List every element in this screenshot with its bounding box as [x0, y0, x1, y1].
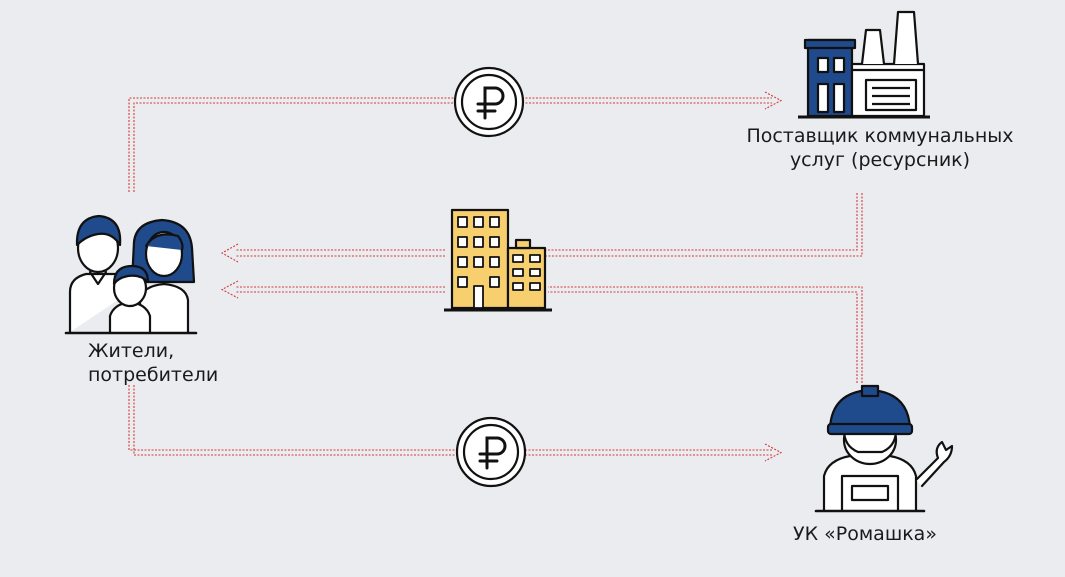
factory-icon	[798, 10, 930, 119]
ruble-coin-icon	[453, 66, 525, 138]
arrow-residents-to-supplier	[128, 91, 783, 192]
arrow-residents-to-uk	[128, 385, 783, 462]
ruble-coin-icon-bottom	[455, 416, 527, 488]
supplier-label: Поставщик коммунальных услуг (ресурсник)	[746, 125, 1014, 171]
arrow-supplier-to-residents	[220, 193, 863, 263]
apartment-building-icon	[444, 208, 552, 312]
residents-label: Жители, потребители	[88, 340, 219, 386]
worker-icon	[814, 384, 954, 513]
family-icon	[64, 214, 198, 335]
arrow-uk-to-residents	[220, 280, 863, 383]
management-company-label: УК «Ромашка»	[793, 523, 937, 545]
